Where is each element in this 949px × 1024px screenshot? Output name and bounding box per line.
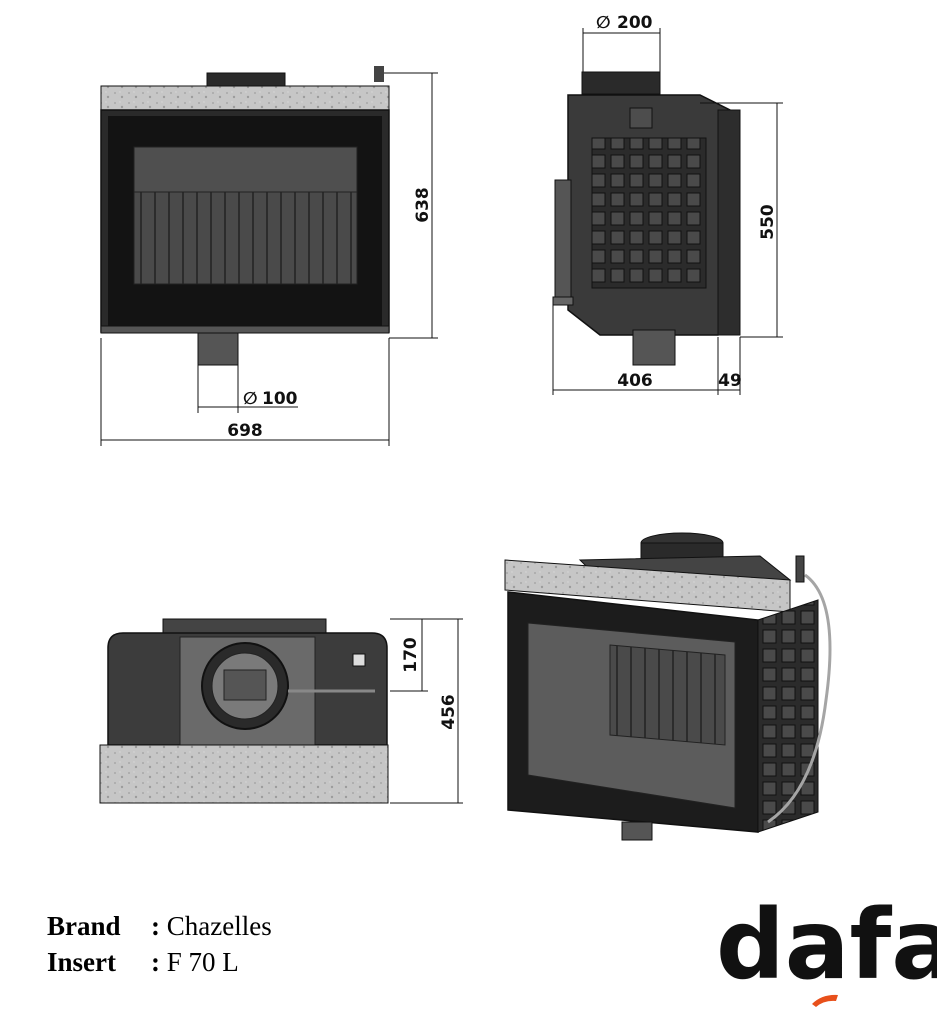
dim-front-height: 638	[413, 187, 433, 223]
front-dimensions	[100, 72, 438, 446]
product-info: Brand: Chazelles Insert: F 70 L	[47, 908, 272, 980]
brand-value: Chazelles	[166, 911, 272, 941]
technical-drawing: 638 698 ∅ 100 ∅ 200 550 406 49	[99, 13, 832, 841]
logo-text: dafa	[716, 889, 937, 1001]
dim-side-frame: 49	[718, 371, 742, 391]
insert-value: F 70 L	[166, 947, 239, 977]
diameter-icon: ∅	[596, 13, 611, 33]
dafa-logo: dafa	[716, 889, 937, 1007]
side-view	[552, 71, 741, 366]
brand-row: Brand: Chazelles	[47, 908, 272, 944]
dim-flue-diameter: 200	[617, 13, 653, 33]
side-dimensions	[552, 28, 783, 395]
insert-separator: :	[151, 947, 160, 977]
dim-front-bottom-diameter: 100	[262, 389, 298, 409]
dim-side-depth: 406	[617, 371, 653, 391]
top-view	[99, 618, 389, 804]
top-dimensions	[390, 618, 463, 804]
dim-front-width: 698	[227, 421, 263, 441]
brand-label: Brand	[47, 911, 121, 941]
insert-label: Insert	[47, 947, 116, 977]
diameter-icon: ∅	[243, 389, 258, 409]
front-view	[100, 66, 390, 366]
insert-row: Insert: F 70 L	[47, 944, 272, 980]
dim-top-offset: 170	[401, 637, 421, 673]
dim-side-height: 550	[758, 204, 778, 240]
perspective-view	[504, 532, 832, 841]
dim-top-depth: 456	[439, 694, 459, 730]
brand-separator: :	[151, 911, 160, 941]
logo-accent	[812, 994, 838, 1007]
